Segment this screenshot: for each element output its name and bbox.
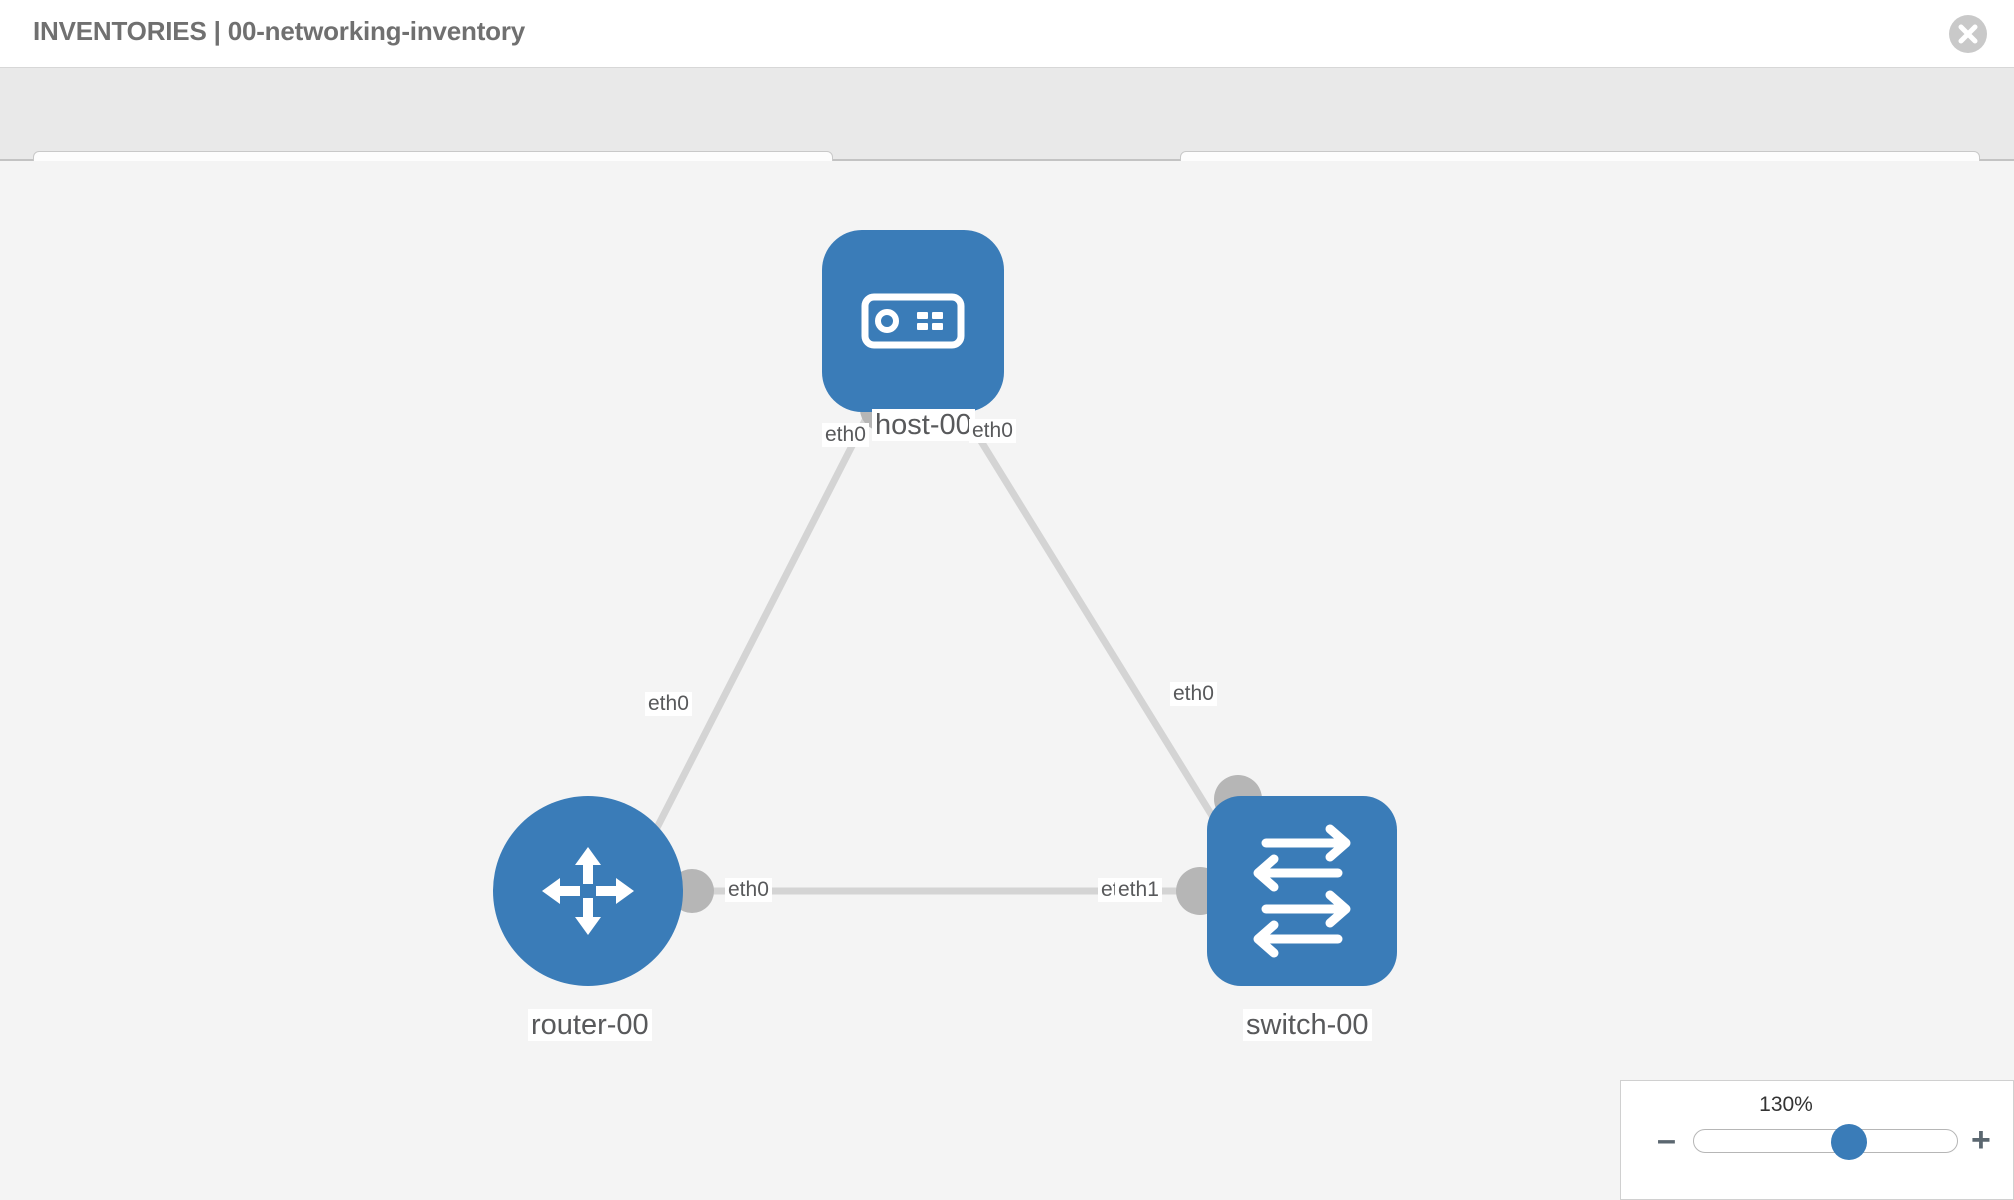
- interface-label-router-right: eth0: [725, 878, 772, 903]
- link-host00-router00: [636, 389, 884, 863]
- node-switch-00: [1207, 796, 1397, 986]
- topology-canvas[interactable]: host-00 router-00 switch-00 eth0 eth0 et…: [0, 161, 2014, 1200]
- interface-label-switch-up: eth0: [1170, 682, 1217, 707]
- node-router-00: [493, 796, 683, 986]
- node-host-00: [822, 230, 1004, 412]
- zoom-in-button[interactable]: +: [1971, 1121, 1991, 1159]
- page-header: INVENTORIES | 00-networking-inventory: [0, 0, 2014, 68]
- zoom-control-panel: 130% – +: [1620, 1080, 2014, 1200]
- toolbar: ACTIONS SEARCH: [0, 68, 2014, 207]
- topology-links: [636, 389, 1243, 895]
- interface-label-host-left: eth0: [822, 423, 869, 448]
- node-label-switch-00: switch-00: [1243, 1009, 1372, 1042]
- zoom-level-value: 130%: [1759, 1093, 1813, 1116]
- zoom-out-button[interactable]: –: [1657, 1121, 1676, 1159]
- node-label-host-00: host-00: [872, 409, 975, 442]
- node-label-router-00: router-00: [528, 1009, 652, 1042]
- interface-label-switch-left: eth1: [1115, 878, 1162, 903]
- zoom-slider[interactable]: [1693, 1124, 1958, 1160]
- interface-label-router-up: eth0: [645, 692, 692, 717]
- link-host00-switch00: [947, 389, 1243, 863]
- connector-nubs: [670, 387, 1262, 915]
- page-title: INVENTORIES | 00-networking-inventory: [33, 16, 526, 46]
- interface-label-host-right: eth0: [969, 419, 1016, 444]
- zoom-slider-thumb[interactable]: [1831, 1124, 1868, 1160]
- close-icon[interactable]: [1948, 14, 1988, 54]
